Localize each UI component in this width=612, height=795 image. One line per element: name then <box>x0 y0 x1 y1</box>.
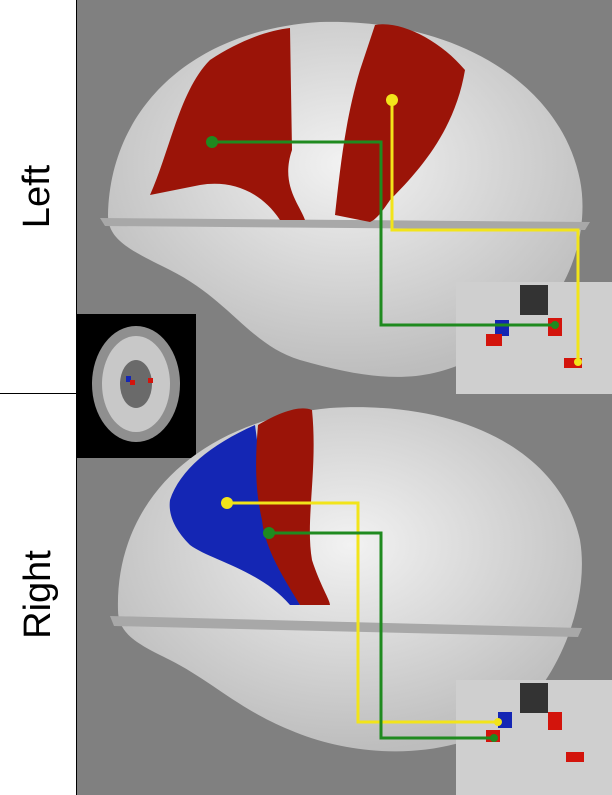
left-yellow-marker <box>386 94 398 106</box>
right-tract-red <box>256 408 330 605</box>
right-tract-blue <box>169 425 300 605</box>
left-yellow-target <box>574 358 582 366</box>
left-yellow-connector <box>390 100 580 362</box>
divider <box>0 393 76 394</box>
axial-overview-inset <box>76 314 196 458</box>
right-yellow-marker <box>221 497 233 509</box>
left-green-connector <box>212 140 555 327</box>
right-yellow-target <box>494 718 502 726</box>
left-green-target <box>551 321 559 329</box>
right-green-marker <box>263 527 275 539</box>
right-yellow-connector <box>227 501 498 724</box>
right-green-target <box>490 734 498 742</box>
left-green-marker <box>206 136 218 148</box>
left-axial-inset <box>456 282 612 394</box>
right-green-connector <box>269 531 494 740</box>
left-tract-red <box>150 24 465 222</box>
